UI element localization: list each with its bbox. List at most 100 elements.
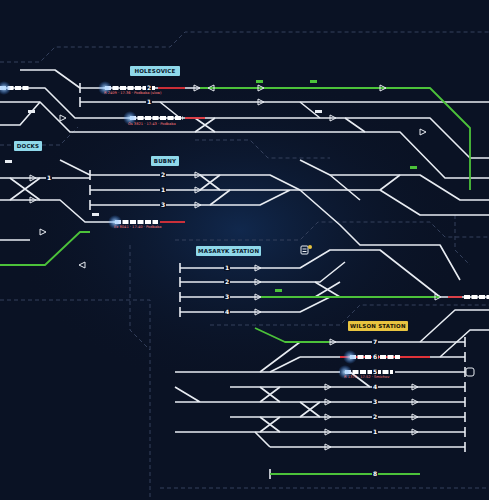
platform-number: 5: [372, 369, 378, 375]
track: [240, 190, 300, 205]
occupied-block: [185, 117, 205, 119]
track: [300, 160, 489, 200]
platform-number: 1: [372, 429, 378, 435]
set-route: [255, 328, 330, 342]
train: [464, 295, 489, 299]
train: [345, 370, 393, 374]
trains: [0, 88, 489, 372]
occupied-block: [158, 87, 185, 89]
train-label: R 1372 · 17:52 · Smíchov: [344, 376, 389, 380]
track: [80, 101, 489, 103]
train: [130, 116, 183, 120]
platform-number: 8: [372, 471, 378, 477]
track: [440, 296, 489, 298]
platform-number: 1: [146, 99, 152, 105]
signal: [255, 265, 441, 315]
train-head-glow: [0, 81, 11, 95]
track: [0, 178, 115, 240]
buffer-stop: [89, 170, 91, 210]
station-name: BUBNY: [154, 158, 176, 164]
platform-number: 2: [160, 172, 166, 178]
platform-number: 7: [372, 339, 378, 345]
signal: [325, 339, 418, 450]
train-label: Ex 8041 · 17:40 · Podbaba: [114, 226, 161, 230]
train: [105, 86, 155, 90]
depot-icon: [301, 246, 308, 254]
platform-number: 2: [372, 414, 378, 420]
block-tag: [256, 80, 263, 83]
station-name-box: BUBNY: [151, 156, 179, 166]
area-border: [0, 32, 489, 62]
area-border: [0, 300, 150, 500]
train-head-glow: [343, 350, 357, 364]
track: [420, 310, 489, 357]
train-label: Os 3821 · 17:43 · Podbaba: [128, 123, 176, 127]
buffer-stop: [79, 83, 81, 107]
platform-number: 3: [160, 202, 166, 208]
track: [230, 342, 465, 447]
platform-number: 3: [372, 399, 378, 405]
platform-number: 1: [46, 175, 52, 181]
tracks: [0, 70, 489, 479]
block-tag: [5, 160, 12, 163]
area-border: [455, 215, 470, 265]
area-border: [130, 245, 150, 350]
platform-number: 2: [224, 279, 230, 285]
block-tag: [315, 110, 322, 113]
set-routes: [0, 88, 470, 474]
buffer-stop: [179, 263, 181, 317]
block-tag: [310, 80, 317, 83]
track: [180, 262, 345, 312]
crossover: [315, 282, 340, 297]
set-route: [260, 296, 440, 298]
platform-number: 4: [224, 309, 230, 315]
set-route: [270, 473, 420, 475]
block-tag: [92, 213, 99, 216]
signal: [60, 115, 426, 135]
crossover: [10, 178, 40, 200]
crossover: [260, 372, 370, 432]
track: [255, 342, 330, 447]
depot-icon: [466, 368, 474, 376]
platform-number: 2: [146, 85, 152, 91]
station-name-box: HOLESOVICE: [130, 66, 180, 76]
depot-icon: [303, 249, 307, 252]
platform-number: 4: [372, 384, 378, 390]
block-tag: [275, 289, 282, 292]
station-name-box: MASARYK STATION: [196, 246, 261, 256]
station-name: WILSON STATION: [350, 323, 406, 329]
area-border: [175, 222, 489, 240]
crossover: [200, 175, 230, 205]
track: [175, 372, 230, 432]
block-tags: [5, 80, 417, 292]
set-route: [200, 88, 470, 190]
signal: [258, 85, 386, 105]
block-tag: [410, 166, 417, 169]
buffer-stop: [464, 337, 466, 452]
station-name: DOCKS: [17, 143, 40, 149]
signal: [194, 85, 214, 91]
train: [350, 355, 400, 359]
occupied-blocks: [158, 88, 462, 357]
signals: [30, 85, 441, 450]
station-name-box: WILSON STATION: [348, 321, 408, 331]
alert-dot: [308, 245, 312, 249]
platform-number: 1: [224, 265, 230, 271]
signal: [30, 172, 201, 208]
area-borders: [0, 32, 489, 500]
track: [60, 160, 240, 205]
platform-number: 3: [224, 294, 230, 300]
crossover: [330, 175, 400, 200]
platform-number: 1: [160, 187, 166, 193]
set-route: [0, 232, 90, 265]
depot-icons: [301, 245, 474, 376]
track: [0, 70, 80, 125]
track: [300, 190, 460, 280]
signal: [40, 229, 85, 268]
station-name: MASARYK STATION: [198, 248, 259, 254]
station-name-box: DOCKS: [14, 141, 42, 151]
area-border: [160, 488, 489, 489]
occupied-block: [448, 296, 462, 298]
